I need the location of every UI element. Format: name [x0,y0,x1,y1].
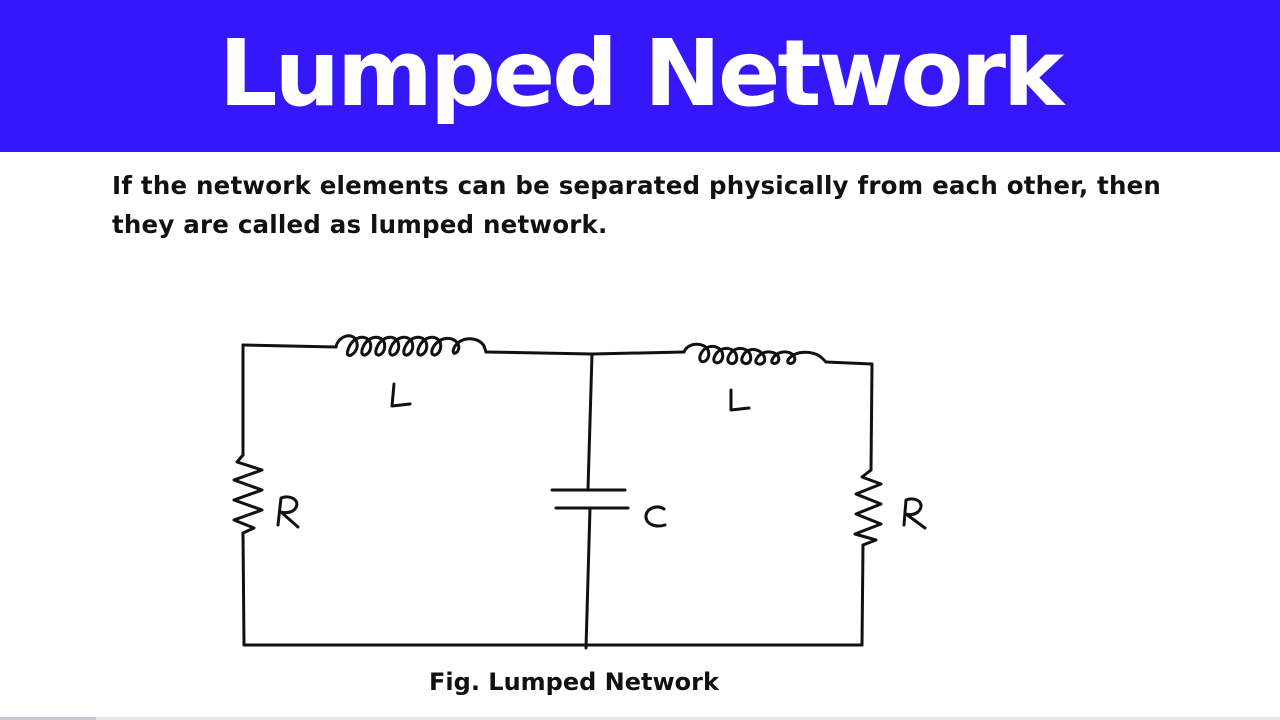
wire-middle-top [586,352,594,491]
label-inductor-left [390,382,412,408]
wire-right-vertical-bottom [860,543,865,647]
label-resistor-right [902,497,927,530]
definition-line-1: If the network elements can be separated… [112,171,1162,200]
bottom-divider [0,717,1280,720]
label-inductor-right [729,388,751,412]
label-resistor-left [276,495,300,529]
title-banner: Lumped Network [0,0,1280,152]
inductor-left-symbol [334,334,488,357]
label-capacitor [644,505,667,528]
definition-line-2: they are called as lumped network. [112,210,608,239]
wire-left-vertical-bottom [241,531,246,647]
wire-middle-bottom [584,506,592,650]
page-title: Lumped Network [218,19,1064,127]
inductor-right-symbol [682,342,828,366]
progress-bar [0,717,96,720]
capacitor-symbol [550,488,630,510]
definition-text: If the network elements can be separated… [112,166,1192,244]
resistor-right-symbol [853,468,883,547]
resistor-left-symbol [232,453,264,535]
wire-top-right [824,360,874,472]
figure-caption: Fig. Lumped Network [429,668,719,696]
wire-top-left [241,343,338,349]
wire-top-middle [484,350,686,356]
